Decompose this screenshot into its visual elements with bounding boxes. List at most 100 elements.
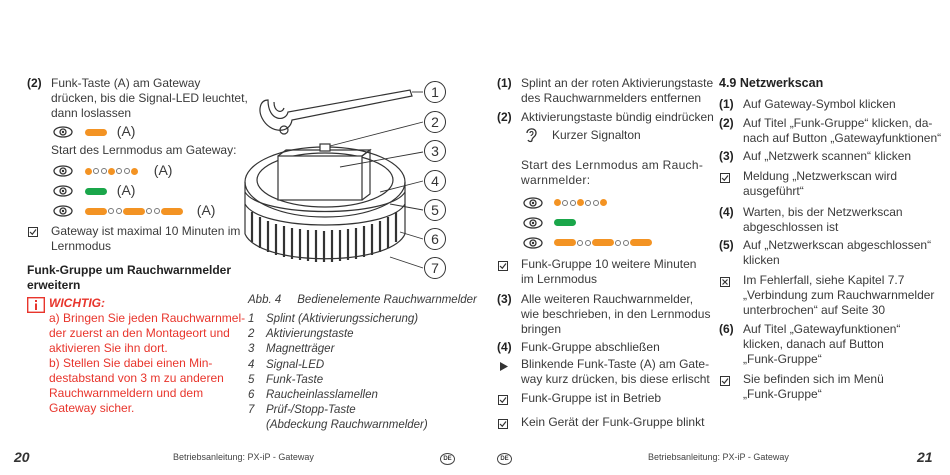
led-orange-long-blink xyxy=(84,202,187,218)
check-text: Meldung „Netzwerkscan wird xyxy=(743,169,898,183)
eye-icon xyxy=(523,197,543,209)
checkbox-icon xyxy=(498,394,508,408)
eye-icon xyxy=(53,185,73,197)
net-step-6: (6)Auf Titel „Gatewayfunktionen“ xyxy=(719,322,901,336)
warning-text: Gateway sicher. xyxy=(49,401,135,415)
a-label: (A) xyxy=(196,202,216,218)
led-indicator-row xyxy=(523,195,608,209)
net-step-1: (1)Auf Gateway-Symbol klicken xyxy=(719,97,896,111)
warning-text: Rauchwarnmeldern und dem xyxy=(49,386,204,400)
step-2: (2)Aktivierungstaste bündig eindrücken xyxy=(497,110,714,124)
led-indicator-row: (A) xyxy=(53,162,172,178)
led-indicator-row xyxy=(523,235,653,249)
step-text: „Funk-Gruppe“ xyxy=(743,352,822,366)
step-3: (3)Alle weiteren Rauchwarnmelder, xyxy=(497,292,694,306)
check-text: Gateway ist maximal 10 Minuten im xyxy=(51,224,241,238)
callout-1: 1 xyxy=(424,81,446,103)
step-text: Blinkende Funk-Taste (A) am Gate- xyxy=(521,357,710,371)
footer-text: Betriebsanleitung: PX-iP - Gateway xyxy=(173,452,314,462)
led-orange-long-blink xyxy=(554,235,653,249)
signal-text: Kurzer Signalton xyxy=(552,128,641,142)
start-text: warnmelder: xyxy=(521,173,591,187)
smoke-detector-illustration xyxy=(244,89,424,269)
led-orange-blink xyxy=(84,162,142,178)
led-green-steady xyxy=(84,187,107,195)
checkbox-x-icon xyxy=(720,276,730,290)
step-2: (2) Funk-Taste (A) am Gateway xyxy=(27,76,200,91)
a-label: (A) xyxy=(153,162,173,178)
net-step-5: (5)Auf „Netzwerkscan abgeschlossen“ xyxy=(719,238,932,252)
page-number: 21 xyxy=(917,449,933,465)
step-text: dann loslassen xyxy=(51,106,132,120)
step-number: (2) xyxy=(27,76,42,90)
language-badge: DE xyxy=(497,453,512,465)
start-text: Start des Lernmodus am Rauch- xyxy=(521,158,704,172)
step-text: des Rauchwarnmelders entfernen xyxy=(521,91,702,105)
check-text: Sie befinden sich im Menü xyxy=(743,372,884,386)
language-badge: DE xyxy=(440,453,455,465)
led-indicator-row: (A) xyxy=(53,182,135,198)
eye-icon xyxy=(53,205,73,217)
checkbox-icon xyxy=(720,172,730,186)
check-text: ausgeführt“ xyxy=(743,184,804,198)
warning-text: b) Stellen Sie dabei einen Min- xyxy=(49,356,213,370)
info-icon xyxy=(26,296,46,316)
checkbox-icon xyxy=(28,226,38,240)
led-green-steady xyxy=(554,219,577,227)
section-heading: Funk-Gruppe um Rauchwarnmelder xyxy=(27,263,232,277)
step-text: nach auf Button „Gatewayfunktionen“ xyxy=(743,131,942,145)
step-1: (1)Splint an der roten Aktivierungstaste xyxy=(497,76,714,90)
net-step-4: (4)Warten, bis der Netzwerkscan xyxy=(719,205,903,219)
step-text: klicken xyxy=(743,253,780,267)
eye-icon xyxy=(523,237,543,249)
footer-text: Betriebsanleitung: PX-iP - Gateway xyxy=(648,452,789,462)
net-step-3: (3)Auf „Netzwerk scannen“ klicken xyxy=(719,149,912,163)
led-indicator-row xyxy=(523,215,577,229)
step-4: (4)Funk-Gruppe abschließen xyxy=(497,340,660,354)
eye-icon xyxy=(53,126,73,138)
callout-7: 7 xyxy=(424,257,446,279)
callout-5: 5 xyxy=(424,199,446,221)
step-text: Funk-Taste (A) am Gateway xyxy=(51,76,201,90)
error-text: „Verbindung zum Rauchwarnmelder xyxy=(743,288,935,302)
led-orange-steady xyxy=(84,128,107,136)
led-indicator-row: (A) xyxy=(53,123,135,139)
arrow-right-icon xyxy=(500,360,508,374)
warning-text: a) Bringen Sie jeden Rauchwarnmel- xyxy=(49,311,246,325)
check-text: Kein Gerät der Funk-Gruppe blinkt xyxy=(521,415,705,429)
checkbox-icon xyxy=(498,260,508,274)
step-text: abgeschlossen ist xyxy=(743,220,839,234)
check-text: „Funk-Gruppe“ xyxy=(743,387,822,401)
a-label: (A) xyxy=(116,182,136,198)
warning-title: WICHTIG: xyxy=(49,296,105,310)
step-text: bringen xyxy=(521,322,562,336)
check-text: im Lernmodus xyxy=(521,272,598,286)
a-label: (A) xyxy=(116,123,136,139)
start-text: Start des Lernmodus am Gateway: xyxy=(51,143,237,157)
check-text: Funk-Gruppe ist in Betrieb xyxy=(521,391,662,405)
step-text: way kurz drücken, bis diese erlischt xyxy=(521,372,710,386)
callout-3: 3 xyxy=(424,140,446,162)
warning-text: destabstand von 3 m zu anderen xyxy=(49,371,224,385)
warning-text: der zuerst an den Montageort und xyxy=(49,326,230,340)
error-text: unterbrochen“ auf Seite 30 xyxy=(743,303,886,317)
legend-item: (Abdeckung Rauchwarnmelder) xyxy=(266,419,428,432)
step-text: drücken, bis die Signal-LED leuchtet, xyxy=(51,91,248,105)
warning-text: aktivieren Sie ihn dort. xyxy=(49,341,168,355)
callout-6: 6 xyxy=(424,228,446,250)
net-step-2: (2)Auf Titel „Funk-Gruppe“ klicken, da- xyxy=(719,116,933,130)
led-indicator-row: (A) xyxy=(53,202,215,218)
section-title: 4.9 Netzwerkscan xyxy=(719,76,824,90)
check-text: Funk-Gruppe 10 weitere Minuten xyxy=(521,257,697,271)
callout-2: 2 xyxy=(424,111,446,133)
callout-4: 4 xyxy=(424,170,446,192)
